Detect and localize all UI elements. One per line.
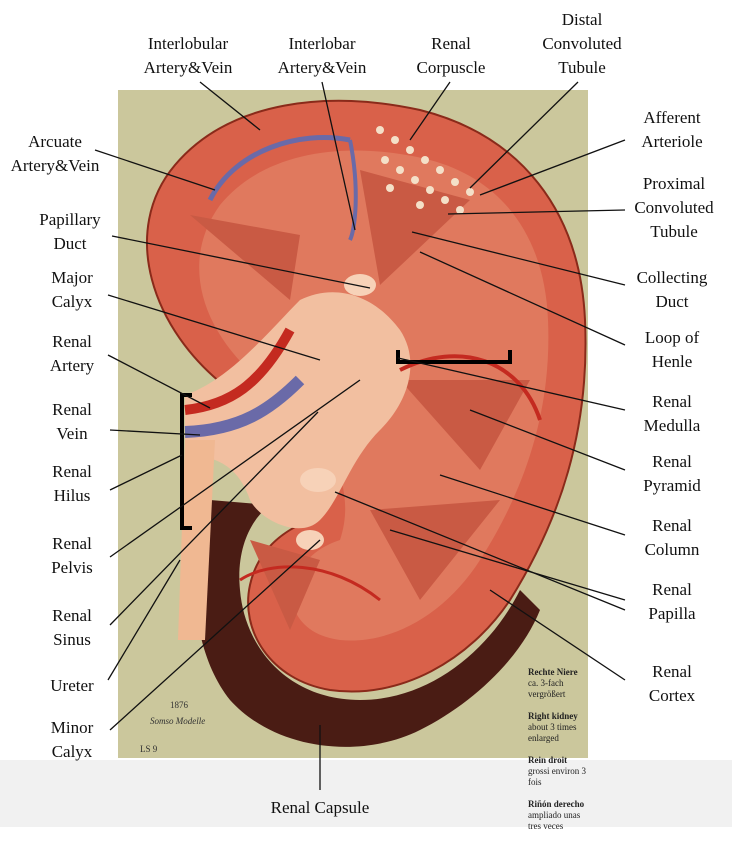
label-renal-pyramid: Renal Pyramid — [643, 452, 701, 495]
label-interlobular: Interlobular Artery&Vein — [143, 34, 233, 77]
leader-lines — [94, 81, 626, 790]
plate-code: LS 9 — [140, 744, 158, 754]
renal-sinus-shape — [185, 292, 411, 529]
label-loop-of-henle: Loop of Henle — [644, 328, 700, 371]
label-renal-papilla: Renal Papilla — [648, 580, 696, 623]
label-minor-calyx: Minor Calyx — [50, 718, 94, 761]
plate-en-sub: about 3 times enlarged — [528, 722, 577, 743]
renal-vein-shape — [184, 375, 305, 438]
label-renal-vein: Renal Vein — [52, 400, 92, 443]
label-renal-medulla: Renal Medulla — [643, 392, 701, 435]
label-renal-artery: Renal Artery — [49, 332, 95, 375]
label-renal-column: Renal Column — [644, 516, 700, 559]
label-major-calyx: Major Calyx — [51, 268, 93, 311]
plate-es-sub: ampliado unas tres veces — [528, 810, 581, 831]
arcuate-vessel-shape — [348, 139, 358, 241]
plate-brand: Somso Modelle — [150, 716, 206, 726]
calyx-shape — [344, 274, 376, 296]
label-collecting-duct: Collecting Duct — [636, 268, 708, 311]
renal-corpuscle-dots — [376, 126, 474, 214]
pyramid-shape — [190, 215, 300, 300]
plate-es-title: Riñón derecho — [528, 799, 585, 809]
label-interlobar: Interlobar Artery&Vein — [277, 34, 367, 77]
label-renal-corpuscle: Renal Corpuscle — [416, 34, 486, 77]
pyramid-shape — [250, 540, 320, 630]
label-renal-hilus: Renal Hilus — [52, 462, 92, 505]
calyx-shape — [296, 530, 324, 550]
label-papillary-duct: Papillary Duct — [39, 210, 101, 253]
label-ureter: Ureter — [50, 676, 94, 695]
renal-artery-shape — [184, 327, 295, 415]
medulla-bracket — [396, 350, 512, 364]
renal-capsule-shape — [194, 500, 541, 747]
hilus-bracket — [180, 393, 192, 530]
plate-en-title: Right kidney — [528, 711, 578, 721]
label-proximal-tubule: Proximal Convoluted Tubule — [634, 174, 714, 241]
footer-band — [0, 760, 732, 827]
plate-de-sub: ca. 3-fach vergrößert — [528, 678, 566, 699]
plate-fr-title: Rein droit — [528, 755, 568, 765]
arcuate-vessel-shape — [239, 565, 381, 602]
label-afferent-arteriole: Afferent Arteriole — [641, 108, 703, 151]
label-renal-cortex: Renal Cortex — [648, 662, 696, 705]
plate-caption: Rechte Niere ca. 3-fach vergrößert Right… — [528, 656, 588, 843]
label-arcuate: Arcuate Artery&Vein — [10, 132, 100, 175]
label-renal-pelvis: Renal Pelvis — [51, 534, 93, 577]
plate-year: 1876 — [170, 700, 188, 710]
plate-de-title: Rechte Niere — [528, 667, 578, 677]
pyramid-shape — [370, 500, 500, 600]
label-renal-sinus: Renal Sinus — [52, 606, 92, 649]
plate-fr-sub: grossi environ 3 fois — [528, 766, 586, 787]
arcuate-vessel-shape — [207, 135, 351, 202]
label-renal-capsule: Renal Capsule — [270, 798, 370, 817]
pyramid-shape — [400, 380, 530, 470]
calyx-shape — [300, 468, 336, 492]
label-distal-tubule: Distal Convoluted Tubule — [542, 10, 622, 77]
